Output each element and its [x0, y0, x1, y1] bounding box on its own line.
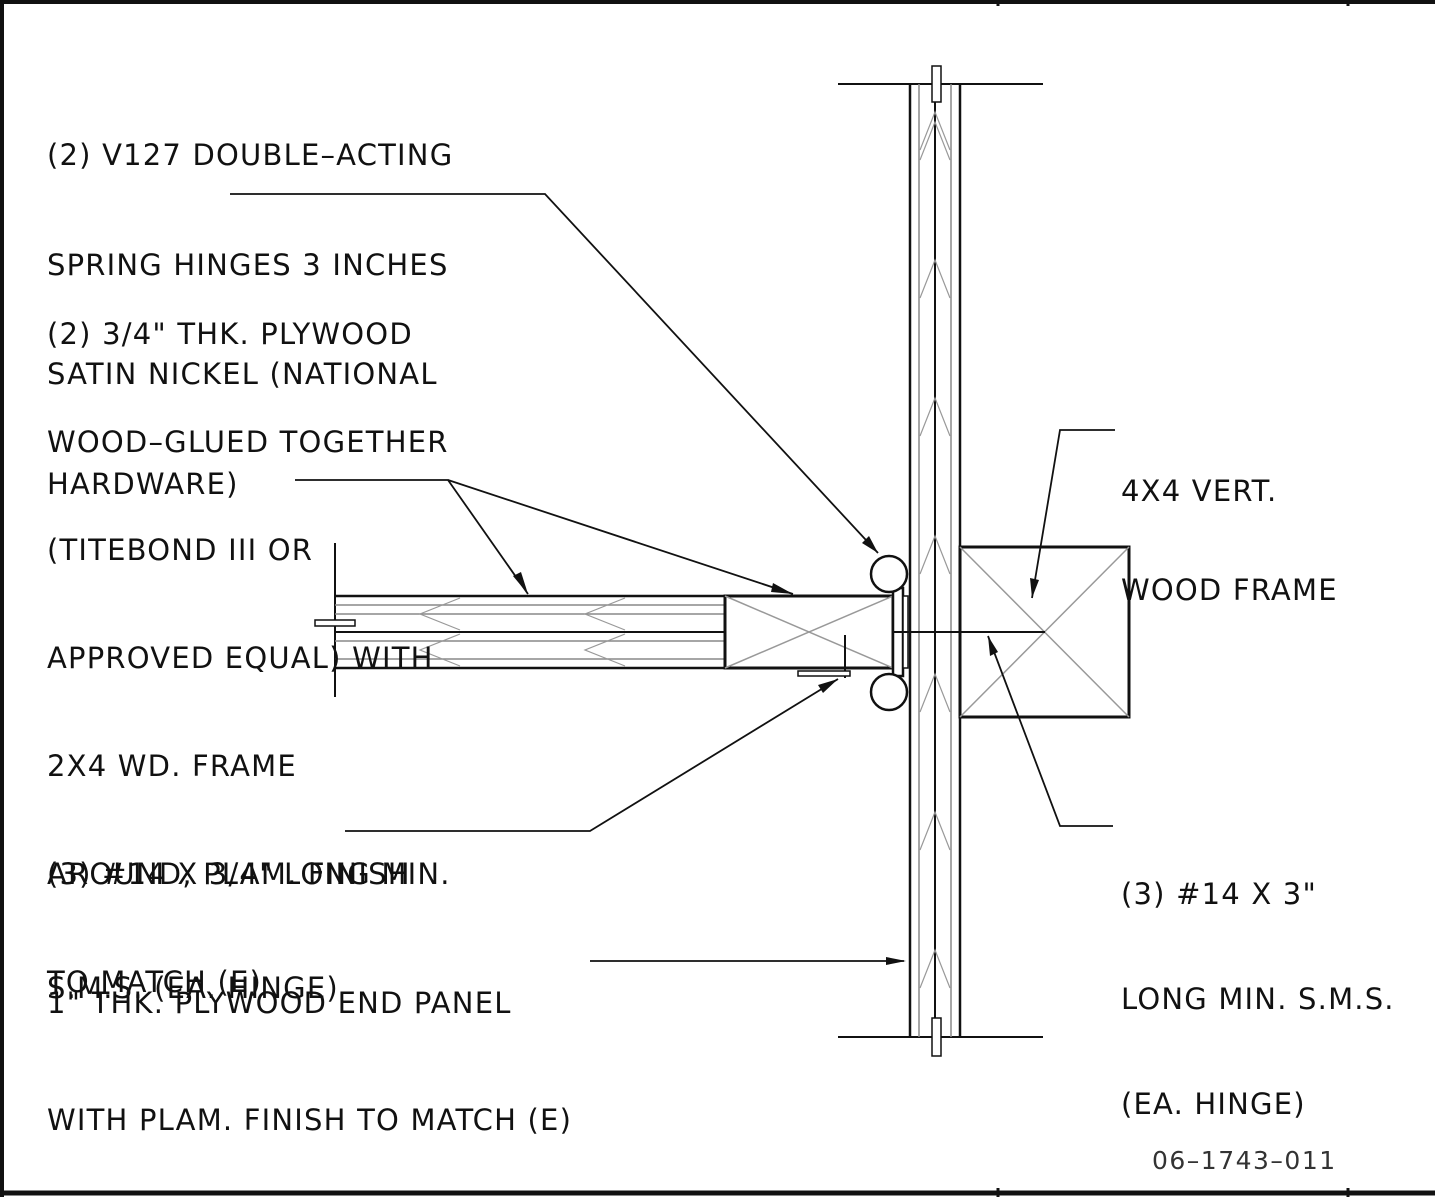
panel-callout-line-5: 2X4 WD. FRAME	[47, 749, 297, 783]
hinge-callout-line-4: HARDWARE)	[47, 466, 239, 501]
panel-callout-line-1: (2) 3/4" THK. PLYWOOD	[47, 317, 413, 351]
end-panel-callout: 1" THK. PLYWOOD END PANEL WITH PLAM. FIN…	[47, 906, 572, 1179]
sms-long-callout-line-1: (3) #14 X 3"	[1121, 877, 1317, 911]
sms-short-callout-line-2: S.M.S. (EA. HINGE)	[47, 971, 339, 1005]
panel-callout: (2) 3/4" THK. PLYWOOD WOOD–GLUED TOGETHE…	[47, 244, 449, 1036]
hinge-callout: (2) V127 DOUBLE–ACTING SPRING HINGES 3 I…	[47, 64, 453, 539]
panel-callout-line-3: (TITEBOND III OR	[47, 533, 314, 567]
end-panel	[838, 65, 1043, 1057]
end-panel-callout-line-1: 1" THK. PLYWOOD END PANEL	[47, 986, 512, 1020]
hinge-callout-line-3: SATIN NICKEL (NATIONAL	[47, 357, 438, 391]
panel-callout-line-4: APPROVED EQUAL) WITH	[47, 641, 434, 675]
frame-callout-line-2: WOOD FRAME	[1121, 573, 1338, 607]
frame-callout-line-1: 4X4 VERT.	[1121, 474, 1278, 508]
arrowheads	[513, 536, 1039, 965]
drawing-number: 06–1743–011	[1152, 1146, 1337, 1175]
sms-long-callout: (3) #14 X 3" LONG MIN. S.M.S. (EA. HINGE…	[1121, 807, 1395, 1157]
hinge-callout-line-1: (2) V127 DOUBLE–ACTING	[47, 138, 454, 172]
end-panel-callout-line-2: WITH PLAM. FINISH TO MATCH (E)	[47, 1103, 573, 1137]
panel-callout-line-6: AROUND, PLAM. FINISH	[47, 857, 411, 891]
spring-hinge	[869, 554, 1045, 712]
panel-callout-line-7: TO MATCH (E)	[47, 965, 263, 999]
hinge-callout-line-2: SPRING HINGES 3 INCHES	[47, 247, 449, 282]
panel-callout-line-2: WOOD–GLUED TOGETHER	[47, 425, 449, 459]
sms-short-callout-line-1: (3) #14 X 3/4" LONG MIN.	[47, 857, 451, 891]
sms-long-callout-line-2: LONG MIN. S.M.S.	[1121, 982, 1395, 1016]
leader-lines	[230, 193, 1115, 962]
sms-short-callout: (3) #14 X 3/4" LONG MIN. S.M.S. (EA. HIN…	[47, 779, 451, 1045]
sms-long-callout-line-3: (EA. HINGE)	[1121, 1087, 1306, 1121]
frame-callout: 4X4 VERT. WOOD FRAME	[1121, 409, 1338, 640]
plywood-panel	[314, 543, 895, 697]
